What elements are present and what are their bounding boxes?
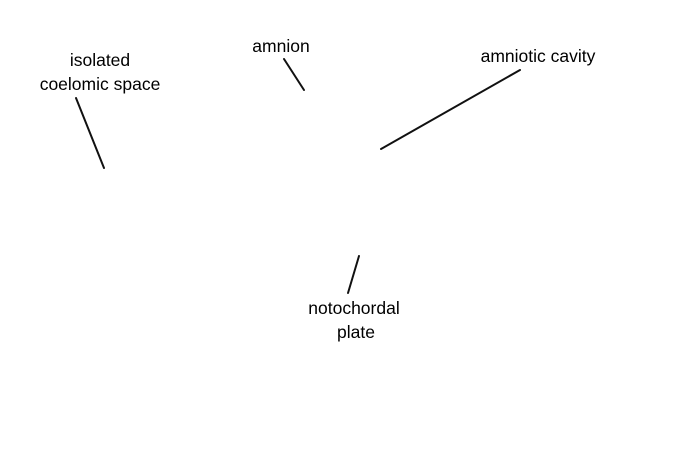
label-notochordal-line1: notochordal — [308, 298, 399, 318]
label-group-notochordal-plate: notochordal plate — [308, 255, 400, 342]
leader-line-amniotic-cavity — [380, 69, 521, 150]
label-amniotic-cavity: amniotic cavity — [481, 46, 596, 66]
label-group-isolated-coelomic-space: isolated coelomic space — [40, 50, 161, 169]
label-coelomic-space-line2: coelomic space — [40, 74, 161, 94]
leader-line-amnion — [283, 58, 305, 91]
label-plate-line2: plate — [337, 322, 375, 342]
leader-line-notochordal-plate — [347, 255, 360, 294]
label-group-amniotic-cavity: amniotic cavity — [380, 46, 596, 150]
leader-line-isolated-coelomic-space — [75, 97, 105, 169]
label-amnion: amnion — [252, 36, 309, 56]
label-group-amnion: amnion — [252, 36, 310, 91]
label-isolated-line1: isolated — [70, 50, 130, 70]
